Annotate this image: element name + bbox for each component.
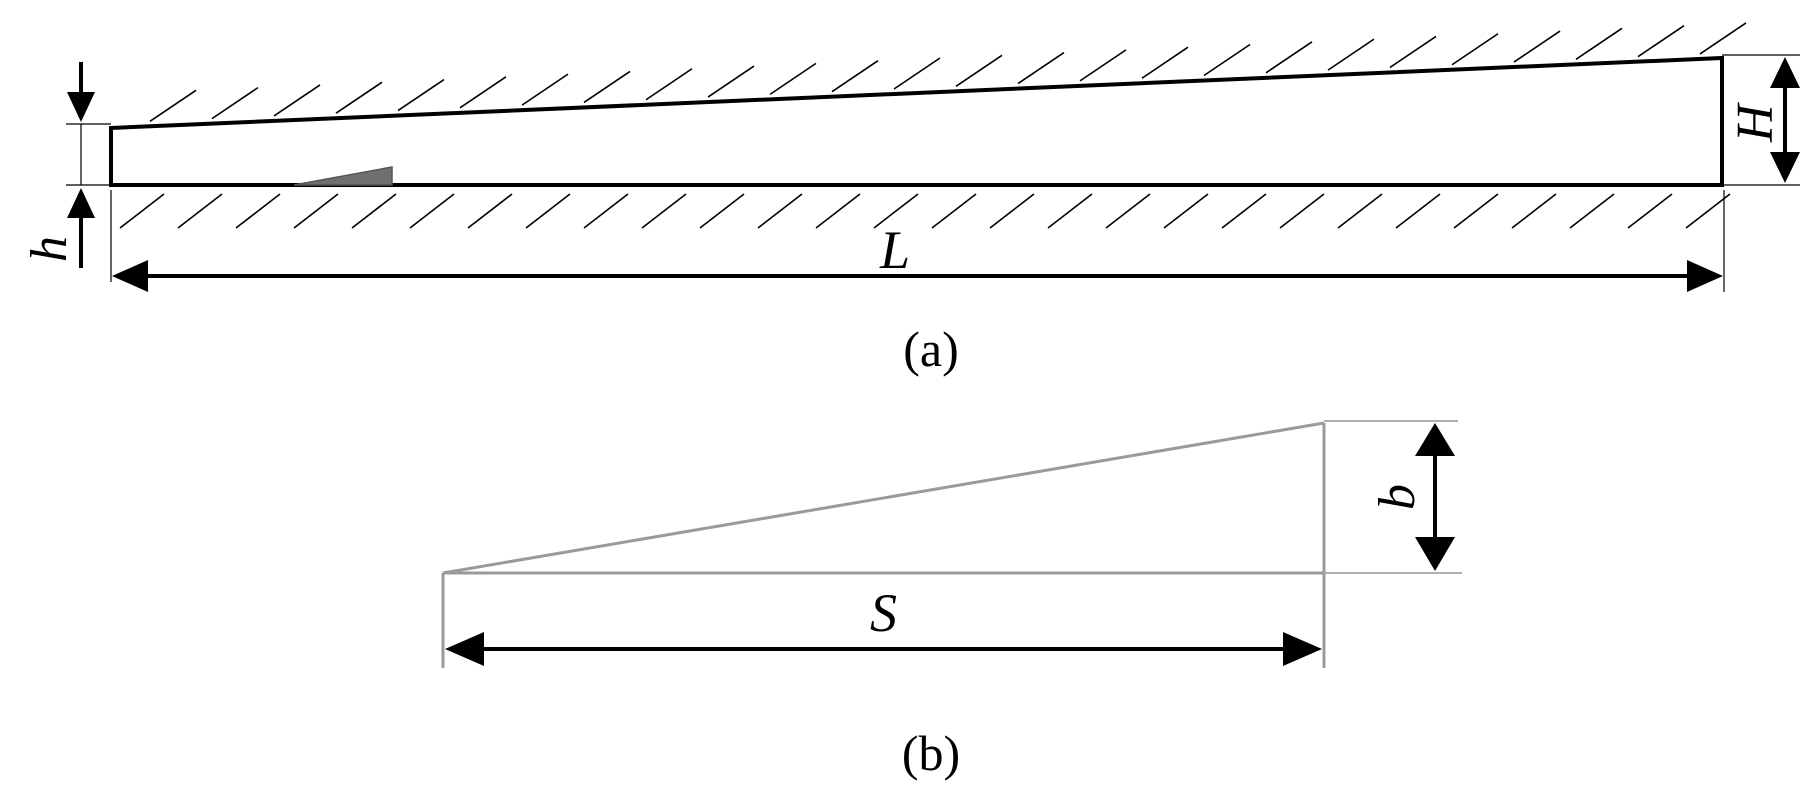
panel-b: b S (b)	[441, 420, 1462, 781]
hatch-mark	[525, 193, 571, 229]
dimension-S: S	[445, 583, 1322, 666]
hatch-mark	[351, 193, 397, 229]
hatch-mark	[459, 76, 507, 109]
label-H: H	[1727, 102, 1784, 143]
hatch-mark	[583, 193, 629, 229]
caption-a: (a)	[903, 321, 959, 377]
hatch-mark	[955, 54, 1003, 87]
triangle-hypotenuse	[442, 421, 1325, 575]
hatch-mark	[1699, 22, 1747, 55]
dimension-b: b	[1369, 423, 1455, 571]
hatch-mark	[1221, 193, 1267, 229]
label-L: L	[879, 220, 910, 280]
hatch-mark	[645, 68, 693, 101]
hatch-mark	[1569, 193, 1615, 229]
hatch-mark	[641, 193, 687, 229]
S-right-arrowhead	[1283, 632, 1322, 666]
hatch-mark	[235, 193, 281, 229]
S-left-arrowhead	[445, 632, 484, 666]
hatch-mark	[1163, 193, 1209, 229]
hatch-mark	[699, 193, 745, 229]
hatch-mark	[273, 84, 321, 117]
hatch-mark	[521, 73, 569, 106]
hatch-mark	[1511, 193, 1557, 229]
hatch-mark	[119, 193, 165, 229]
hatch-mark	[931, 193, 977, 229]
L-left-arrowhead	[112, 260, 148, 292]
dimension-H: H	[1722, 54, 1800, 186]
hatch-mark	[1453, 193, 1499, 229]
hatch-mark	[1079, 49, 1127, 82]
hatch-mark	[583, 70, 631, 104]
hatch-mark	[757, 193, 803, 229]
hatch-mark	[1047, 193, 1093, 229]
hatch-mark	[293, 193, 339, 229]
hatch-mark	[873, 193, 919, 229]
hatch-mark	[1265, 41, 1313, 74]
hatch-mark	[211, 86, 259, 120]
dimension-h: h	[21, 62, 111, 268]
hatch-mark	[1451, 33, 1499, 66]
H-top-arrowhead	[1770, 57, 1800, 88]
upper-wall-hatching	[149, 22, 1747, 122]
hatch-mark	[1337, 193, 1383, 229]
hatch-mark	[467, 193, 513, 229]
hatch-mark	[1637, 24, 1685, 58]
label-h: h	[21, 236, 78, 262]
channel-outline	[109, 55, 1724, 187]
hatch-mark	[1685, 193, 1731, 229]
hatch-mark	[1017, 51, 1065, 85]
hatch-mark	[989, 193, 1035, 229]
hatch-mark	[815, 193, 861, 229]
hatch-mark	[1279, 193, 1325, 229]
hatch-mark	[397, 78, 445, 112]
panel-a: h H L (a)	[21, 22, 1800, 377]
hatch-mark	[149, 89, 197, 122]
hatch-mark	[1203, 43, 1251, 77]
hatch-mark	[335, 81, 383, 114]
hatch-mark	[1395, 193, 1441, 229]
h-top-arrowhead	[67, 92, 95, 122]
hatch-mark	[1575, 27, 1623, 61]
label-b: b	[1369, 484, 1426, 510]
H-bottom-arrowhead	[1770, 152, 1800, 183]
hatch-mark	[409, 193, 455, 229]
hatch-mark	[1327, 38, 1375, 71]
hatch-mark	[769, 62, 817, 96]
hatch-mark	[707, 65, 755, 98]
hatch-mark	[1513, 30, 1561, 63]
b-bottom-arrowhead	[1415, 537, 1455, 571]
wedge-step	[293, 166, 393, 186]
hatch-mark	[831, 60, 879, 93]
lower-wall-hatching	[119, 193, 1731, 229]
caption-b: (b)	[902, 725, 960, 781]
hatch-mark	[1105, 193, 1151, 229]
label-S: S	[870, 583, 897, 643]
hatch-mark	[1141, 46, 1189, 79]
dimension-L: L	[110, 190, 1725, 292]
hatch-mark	[1389, 35, 1437, 69]
h-bottom-arrowhead	[67, 188, 95, 218]
hatch-mark	[893, 57, 941, 90]
L-right-arrowhead	[1687, 260, 1723, 292]
b-top-arrowhead	[1415, 423, 1455, 456]
hatch-mark	[1627, 193, 1673, 229]
hatch-mark	[177, 193, 223, 229]
